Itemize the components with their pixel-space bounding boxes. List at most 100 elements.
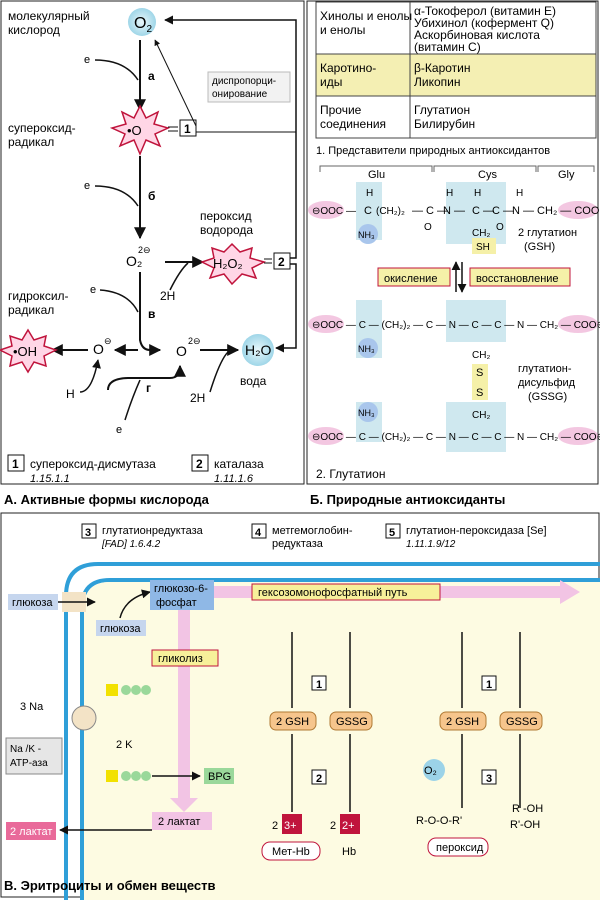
svg-text:S: S (476, 387, 483, 399)
table-item-1-2: Убихинол (кофермент Q) (414, 16, 554, 30)
oxidation-box (377, 267, 451, 287)
gssg-label-2: дисульфид (518, 377, 576, 389)
glucose-in: глюкоза (100, 623, 141, 635)
svg-text:H: H (366, 188, 373, 199)
fe2-label: 2+ (342, 820, 355, 832)
svg-text:O: O (496, 222, 504, 233)
svg-text:2⊖: 2⊖ (188, 336, 201, 346)
g6p-2: фосфат (156, 597, 197, 609)
reduction-label: восстановление (476, 273, 559, 285)
hydrogen-peroxide-label-1: пероксид (200, 209, 252, 223)
atpase-pump (71, 705, 97, 731)
o2-label: O2 (134, 15, 152, 35)
proton-label: H (66, 387, 75, 401)
legend-gpx-ec: 1.11.1.9/12 (406, 539, 456, 550)
table-row-3 (315, 95, 597, 139)
svg-text:⊖OOC — C — (CH₂)₂ — C — N — C: ⊖OOC — C — (CH₂)₂ — C — N — C — C — N — … (312, 432, 600, 443)
gssg-label-3: (GSSG) (528, 391, 567, 403)
lactate-out: 2 лактат (10, 826, 52, 838)
enzyme-box-1 (179, 119, 197, 137)
lactate-in: 2 лактат (158, 816, 200, 828)
hydroxyl-label-2: радикал (8, 303, 54, 317)
svg-text:C —: C — (492, 205, 514, 217)
svg-text:5: 5 (389, 527, 395, 539)
legend-gr-ec: [FAD] 1.6.4.2 (101, 539, 161, 550)
gly-label: Gly (558, 169, 575, 181)
electron-label-b: e (84, 180, 90, 192)
svg-text:2⊖: 2⊖ (138, 245, 151, 255)
table-item-1-3: Аскорбиновая кислота (414, 28, 540, 42)
step-a-label: а (148, 69, 155, 83)
section-a-diagram: O2 молекулярный кислород e а •O суперокс… (0, 0, 305, 507)
gsh-ch2-2: (CH₂)₂ (376, 206, 405, 217)
legend-box-2 (191, 454, 209, 472)
arrow-dispro-to-o2 (154, 39, 197, 127)
section-b-diagram: Хинолы и енолы и енолы α-Токоферол (вита… (306, 0, 600, 507)
legend-sod-ec: 1.15.1.1 (30, 473, 70, 485)
table-row-2 (315, 53, 597, 97)
svg-text:1: 1 (12, 457, 19, 471)
section-c-diagram: 3 глутатионредуктаза [FAD] 1.6.4.2 4 мет… (0, 512, 600, 900)
svg-text:CH₂: CH₂ (472, 350, 490, 361)
hydroxyl-symbol: •OH (13, 344, 37, 359)
gsh-ooc: ⊖OOC (312, 206, 343, 217)
atpase-label-1: Na /K - (10, 744, 41, 755)
disproportionation-label-2: онирование (212, 89, 268, 100)
gsh-1: 2 GSH (276, 716, 309, 728)
table-item-2-1: β-Каротин (414, 61, 470, 75)
gsh-label-2: (GSH) (524, 241, 555, 253)
table-cat-3: Прочие (320, 103, 362, 117)
table-cat-2: Каротино- (320, 61, 376, 75)
gsh-2: 2 GSH (446, 716, 479, 728)
step-g-label: г (146, 381, 151, 395)
legend-sod: супероксид-дисмутаза (30, 457, 156, 471)
legend-catalase-ec: 1.11.1.6 (214, 473, 254, 485)
water-symbol: H₂O (245, 342, 272, 358)
superoxide-label-1: супероксид- (8, 121, 76, 135)
step-v-label: в (148, 307, 155, 321)
svg-text:CH₂: CH₂ (472, 410, 490, 421)
step-b-label: б (148, 189, 155, 203)
o-minus-label: O (93, 341, 104, 357)
legend-mhr-2: редуктаза (272, 538, 324, 550)
enzyme-box-2 (273, 252, 291, 270)
glutathione-caption: 2. Глутатион (316, 467, 385, 481)
svg-text:H: H (474, 188, 481, 199)
glycolysis-arrow (170, 610, 198, 812)
table-row-1 (315, 1, 597, 55)
electron-label-g: e (116, 424, 122, 436)
oxide-ion-label: O (176, 343, 187, 359)
legend-mhr: метгемоглобин- (272, 525, 353, 537)
electron-arrow-a (94, 59, 139, 81)
cys-label: Cys (478, 169, 497, 181)
molecular-oxygen-label-2: кислород (8, 23, 60, 37)
enzyme-4-box: 2 (316, 773, 322, 785)
table-cat-1: Хинолы и енолы (320, 9, 412, 23)
gssg-label-1: глутатион- (518, 363, 572, 375)
legend-catalase: каталаза (214, 457, 264, 471)
reduction-box (469, 267, 571, 287)
legend-gpx: глутатион-пероксидаза [Se] (406, 525, 547, 537)
table-item-3-1: Глутатион (414, 103, 470, 117)
arrow-catalase-to-water (275, 263, 297, 353)
svg-text:N —: N — (443, 205, 465, 217)
legend-box-1 (7, 454, 25, 472)
glu-label: Glu (368, 169, 385, 181)
arrow-catalase-to-o2 (164, 15, 297, 259)
superoxide-symbol: •O (127, 123, 142, 138)
table-item-1-1: α-Токоферол (витамин Е) (414, 4, 556, 18)
disproportionation-label-1: диспропорци- (212, 76, 276, 87)
enzyme-number-1: 1 (184, 122, 191, 136)
svg-text:N — CH₂ — COO⊖: N — CH₂ — COO⊖ (512, 205, 600, 217)
section-b-caption: Б. Природные антиоксиданты (310, 492, 505, 507)
svg-text:C —: C — (472, 205, 494, 217)
svg-text:и енолы: и енолы (320, 23, 365, 37)
protons-label: 2H (160, 289, 175, 303)
svg-text:— C —: — C — (412, 205, 448, 217)
hmp-label: гексозомонофосфатный путь (258, 587, 408, 599)
gsh-nh3: NH₃ (358, 230, 375, 240)
svg-text:⊖: ⊖ (104, 336, 112, 346)
h2o2-symbol: H₂O₂ (213, 256, 243, 271)
g6p-1: глюкозо-6- (154, 583, 208, 595)
legend-gr: глутатионредуктаза (102, 525, 204, 537)
